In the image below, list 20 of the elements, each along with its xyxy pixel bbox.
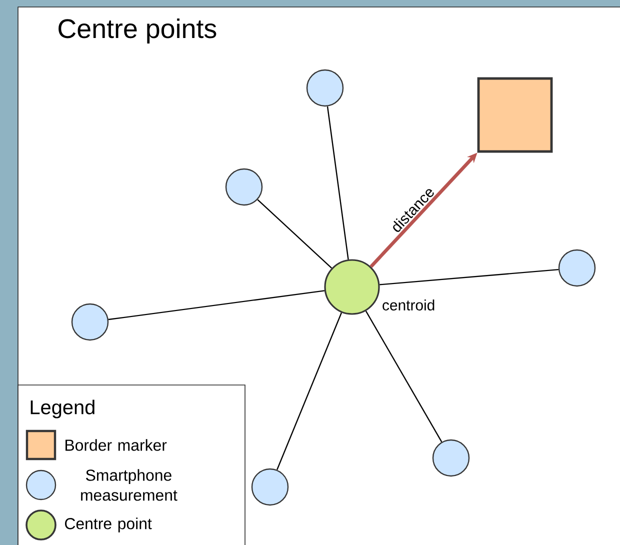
node-caption: centroid bbox=[382, 300, 434, 310]
connector-line bbox=[276, 312, 342, 470]
connector-line bbox=[365, 310, 442, 442]
legend-text: Border marker bbox=[66, 439, 167, 451]
legend-text: Smartphone measurement bbox=[81, 469, 178, 501]
connector-line bbox=[257, 199, 332, 269]
connector-line bbox=[108, 290, 325, 320]
legend-text: Centre point bbox=[65, 518, 152, 532]
measurement-circle bbox=[71, 303, 109, 341]
measurement-circle bbox=[251, 468, 289, 506]
connector-line bbox=[326, 106, 349, 260]
marker-square bbox=[477, 77, 553, 153]
title: Centre points bbox=[58, 18, 216, 44]
legend-title: Legend bbox=[30, 400, 94, 418]
measurement-circle bbox=[225, 168, 263, 206]
measurement-circle bbox=[558, 249, 596, 287]
connector-line bbox=[380, 268, 559, 286]
measurement-circle bbox=[306, 69, 344, 107]
centroid-circle bbox=[324, 259, 380, 315]
measurement-circle bbox=[432, 439, 470, 477]
